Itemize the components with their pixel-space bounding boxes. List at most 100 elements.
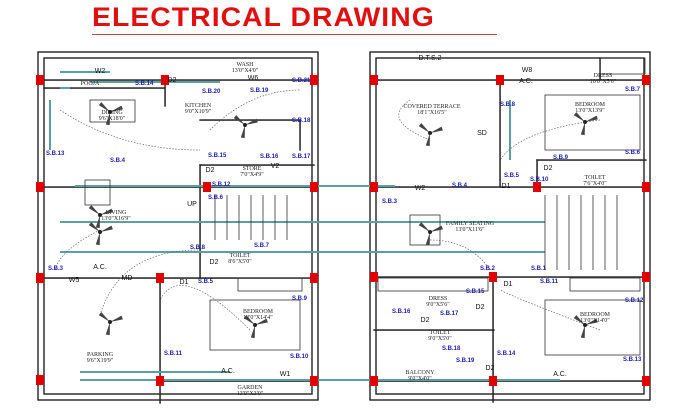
walls — [37, 51, 651, 404]
column — [642, 182, 650, 192]
labels: WASH13'0"X4'0"POOJADINING9'6"X18'0"KITCH… — [46, 55, 644, 397]
ceiling-fan-icon — [98, 102, 123, 126]
room-label: COVERED TERRACE — [403, 104, 460, 110]
door-window-tag: A.C. — [519, 78, 533, 85]
room-label: TOILET — [585, 175, 606, 181]
wire-run — [499, 289, 601, 331]
switchboard-label: S.B.12 — [625, 298, 644, 304]
column — [370, 376, 378, 386]
door-window-tag: D2 — [421, 317, 430, 324]
room-label: LIVING — [106, 210, 127, 216]
wall — [369, 51, 651, 401]
column — [156, 376, 164, 386]
switchboard-label: S.B.11 — [164, 351, 183, 357]
wire-run — [99, 249, 201, 316]
wire-run — [429, 239, 491, 271]
column — [496, 75, 504, 85]
door-window-tag: D1 — [504, 281, 513, 288]
column — [203, 182, 211, 192]
door-window-tag: W2 — [415, 185, 426, 192]
ceiling-fan-icon — [233, 115, 258, 139]
room-label: PARKING — [87, 352, 114, 358]
switchboard-label: S.B.14 — [497, 351, 516, 357]
wire-run — [159, 285, 251, 331]
column — [310, 376, 318, 386]
title-underline — [92, 34, 497, 35]
sofa — [84, 179, 111, 206]
room-size: 13'0"X4'0" — [232, 68, 259, 74]
column — [161, 75, 169, 85]
switchboard-label: S.B.17 — [440, 311, 459, 317]
room-label: TOILET — [430, 330, 451, 336]
switchboard-label: S.B.3 — [382, 199, 398, 205]
door-window-tag: W1 — [280, 371, 291, 378]
switchboard-label: S.B.10 — [530, 177, 549, 183]
wardrobe — [377, 277, 489, 292]
switchboard-label: S.B.15 — [466, 289, 485, 295]
column — [642, 376, 650, 386]
switchboard-label: S.B.11 — [540, 279, 559, 285]
column — [489, 376, 497, 386]
room-label: WASH — [236, 62, 254, 68]
column — [310, 75, 318, 85]
switchboard-label: S.B.5 — [198, 279, 214, 285]
switchboard-label: S.B.19 — [250, 88, 269, 94]
wire-run — [499, 119, 601, 161]
column — [370, 272, 378, 282]
switchboard-label: S.B.18 — [442, 346, 461, 352]
switchboard-label: S.B.9 — [553, 155, 569, 161]
wire-run — [398, 99, 431, 141]
switchboard-label: S.B.16 — [392, 309, 411, 315]
wall — [375, 57, 645, 395]
switchboard-label: S.B.8 — [190, 245, 206, 251]
column — [310, 182, 318, 192]
column — [36, 75, 44, 85]
door-window-tag: W8 — [522, 67, 533, 74]
column — [642, 75, 650, 85]
room-size: 9'6"X19'9" — [87, 358, 114, 364]
wire-run — [59, 109, 201, 151]
room-label: STORE — [243, 166, 262, 172]
switchboard-label: S.B.3 — [48, 266, 64, 272]
room-size: 9'0"X5'6" — [426, 302, 450, 308]
room-label: BEDROOM — [575, 102, 606, 108]
bed — [544, 299, 641, 356]
switchboard-label: S.B.16 — [260, 154, 279, 160]
door-window-tag: D2 — [476, 304, 485, 311]
door-window-tag: D1 — [180, 279, 189, 286]
column — [533, 182, 541, 192]
column — [156, 273, 164, 283]
wall — [43, 57, 313, 395]
switchboard-label: S.B.4 — [110, 158, 126, 164]
room-size: 8'6"X5'0" — [228, 259, 252, 265]
room-label: BEDROOM — [580, 312, 611, 318]
room-label: KITCHEN — [185, 103, 212, 109]
switchboard-label: S.B.15 — [208, 153, 227, 159]
wire-run — [209, 89, 301, 131]
door-window-tag: A.C. — [93, 264, 107, 271]
door-window-tag: A.C. — [553, 371, 567, 378]
wire-run — [54, 229, 101, 271]
room-size: 18'1"X16'5" — [417, 110, 447, 116]
room-size: 10'0"X5'6" — [590, 79, 617, 85]
room-size: 9'0"X10'9" — [185, 109, 212, 115]
switchboard-label: S.B.7 — [254, 243, 270, 249]
ceiling-fan-icon — [573, 112, 598, 136]
switchboard-label: S.B.12 — [212, 182, 231, 188]
room-label: BEDROOM — [243, 309, 274, 315]
wall — [37, 51, 319, 401]
column — [36, 375, 44, 385]
switchboard-label: S.B.13 — [46, 151, 65, 157]
room-size: 13'0"X14'0" — [580, 318, 610, 324]
windows — [49, 71, 560, 381]
door-window-tag: W2 — [95, 68, 106, 75]
door-window-tag: D2 — [168, 77, 177, 84]
room-label: GARDEN — [238, 385, 264, 391]
wardrobe — [569, 277, 641, 292]
column — [310, 273, 318, 283]
room-size: 13'0"X11'6" — [455, 227, 485, 233]
page-title: ELECTRICAL DRAWING — [92, 2, 435, 32]
column — [370, 75, 378, 85]
room-size: 13'0"X13'9" — [575, 108, 605, 114]
room-label: TOILET — [230, 253, 251, 259]
